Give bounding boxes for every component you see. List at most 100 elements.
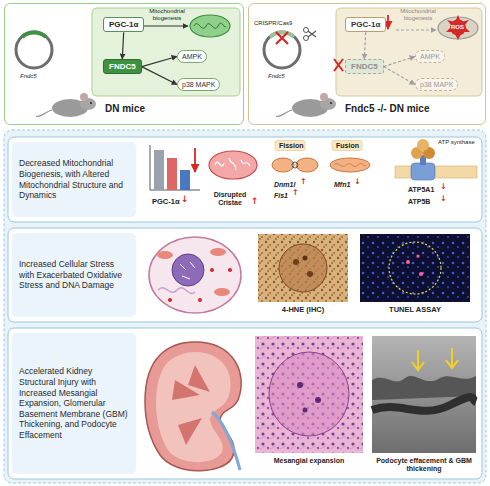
connector-arrow bbox=[364, 32, 365, 59]
stressed-cell bbox=[180, 262, 195, 279]
findings-panel bbox=[4, 130, 486, 483]
mesangial-image bbox=[255, 336, 363, 453]
atp-synthase-icon bbox=[395, 166, 477, 178]
fission-mitochondria bbox=[272, 158, 318, 172]
label-text: CRISPR/Cas9 bbox=[254, 20, 292, 27]
mitochondrion-healthy bbox=[190, 15, 230, 37]
plasmid-icon bbox=[22, 32, 46, 37]
fission-mitochondria bbox=[292, 162, 298, 168]
mouse-icon bbox=[36, 93, 96, 117]
protein-box: PGC-1α bbox=[103, 17, 144, 32]
protein-box: FNDC5 bbox=[345, 59, 384, 74]
finding-box: Decreased Mitochondrial Biogenesis, with… bbox=[12, 142, 136, 217]
mouse-panel: DN micePGC-1αFNDC5AMPKp38 MAPK bbox=[4, 3, 244, 125]
mitochondrion-damaged bbox=[438, 15, 478, 40]
finding-row bbox=[8, 328, 482, 479]
finding-box: Increased Cellular Stress with Exacerbat… bbox=[12, 233, 136, 317]
tunel-image bbox=[419, 272, 423, 276]
fusion-mitochondrion bbox=[330, 158, 370, 172]
scissors-icon bbox=[304, 36, 309, 41]
atp-synthase-icon bbox=[411, 163, 435, 180]
disrupted-mitochondrion bbox=[209, 151, 257, 179]
kinase-box: p38 MAPK bbox=[177, 78, 220, 91]
node-text: AMPK bbox=[420, 53, 440, 60]
kinase-box: AMPK bbox=[415, 50, 445, 63]
findings-panel bbox=[4, 130, 486, 483]
mitochondrion-damaged bbox=[450, 20, 466, 36]
stressed-cell bbox=[158, 288, 195, 294]
connector-arrow bbox=[142, 57, 177, 67]
change-arrow: ↓ bbox=[440, 183, 447, 191]
biogenesis-arrow bbox=[142, 25, 188, 26]
plasmid-icon-knockout bbox=[264, 32, 300, 68]
label-text: Dnm1l bbox=[274, 181, 295, 189]
ihc-image bbox=[258, 234, 348, 302]
ihc-image bbox=[307, 271, 313, 277]
mesangial-image bbox=[255, 336, 363, 453]
kidney-illustration bbox=[212, 412, 240, 470]
finding-row bbox=[8, 137, 482, 222]
tunel-image bbox=[416, 254, 419, 257]
fusion-mitochondrion bbox=[330, 158, 370, 172]
kidney-illustration bbox=[145, 342, 241, 471]
finding-box: Accelerated Kidney Structural Injury wit… bbox=[12, 333, 136, 474]
electron-micrograph bbox=[446, 348, 458, 368]
biogenesis-arrow-faded bbox=[396, 30, 436, 31]
mouse-icon-knockout bbox=[276, 93, 336, 117]
tunel-image bbox=[360, 234, 470, 302]
node-text: FNDC5 bbox=[109, 62, 136, 71]
label-text: Fission bbox=[279, 142, 304, 150]
change-arrow: ↓ bbox=[440, 195, 447, 203]
disrupted-mitochondrion bbox=[209, 151, 257, 179]
plasmid-icon bbox=[16, 32, 52, 68]
scissors-icon bbox=[308, 31, 316, 37]
kinase-box: p38 MAPK bbox=[415, 78, 458, 91]
label-text: 4-HNE (IHC) bbox=[258, 306, 348, 315]
label-text: TUNEL ASSAY bbox=[360, 306, 470, 315]
mouse-icon-knockout bbox=[330, 102, 332, 104]
label-text: Mesangial expansion bbox=[255, 457, 363, 465]
label-text: ATP5A1 bbox=[408, 186, 434, 194]
plasmid-icon-knockout bbox=[276, 32, 288, 44]
ihc-image bbox=[258, 234, 348, 302]
mesangial-image bbox=[297, 382, 303, 388]
label-text: Fusion bbox=[336, 142, 359, 150]
fusion-mitochondrion bbox=[334, 163, 366, 166]
mesangial-image bbox=[315, 397, 321, 403]
label-text: ATP synthase bbox=[438, 139, 475, 146]
label-text: Fis1 bbox=[274, 192, 288, 200]
kidney-illustration bbox=[156, 352, 231, 462]
stressed-cell bbox=[168, 298, 172, 302]
electron-micrograph bbox=[412, 350, 424, 370]
mesangial-image bbox=[303, 408, 308, 413]
finding-row bbox=[8, 228, 482, 322]
connector-arrow bbox=[384, 67, 415, 85]
kinase-box: AMPK bbox=[177, 50, 207, 63]
tunel-image bbox=[360, 234, 470, 302]
finding-row bbox=[8, 328, 482, 479]
top-right-inner-box bbox=[336, 8, 482, 96]
biogenesis-arrow-faded bbox=[396, 29, 436, 30]
electron-micrograph bbox=[372, 336, 476, 453]
mitochondrion-healthy bbox=[190, 15, 230, 37]
fission-mitochondria bbox=[296, 158, 318, 172]
bar-chart bbox=[180, 170, 190, 190]
connector-arrow bbox=[384, 57, 415, 67]
node-text: PGC-1α bbox=[351, 20, 380, 29]
label-text: Mitochondrial biogenesis bbox=[143, 8, 191, 21]
ihc-image bbox=[293, 259, 299, 265]
bar-chart bbox=[154, 150, 164, 190]
label-text: Disrupted Cristae bbox=[208, 191, 252, 207]
label-text: ATP5B bbox=[408, 198, 430, 206]
node-text: p38 MAPK bbox=[182, 81, 215, 88]
tunel-image bbox=[406, 260, 410, 264]
knockout-cross bbox=[334, 59, 343, 71]
change-arrow: ↓ bbox=[354, 178, 361, 186]
atp-synthase-icon bbox=[395, 139, 477, 180]
label-text: Fndc5 bbox=[20, 73, 37, 80]
change-arrow: ↓ bbox=[181, 195, 189, 204]
mouse-icon bbox=[90, 102, 92, 104]
change-arrow: ↑ bbox=[251, 197, 259, 206]
decrease-arrow bbox=[387, 15, 389, 29]
label-text: Podocyte effacement & GBM thickening bbox=[372, 457, 476, 473]
